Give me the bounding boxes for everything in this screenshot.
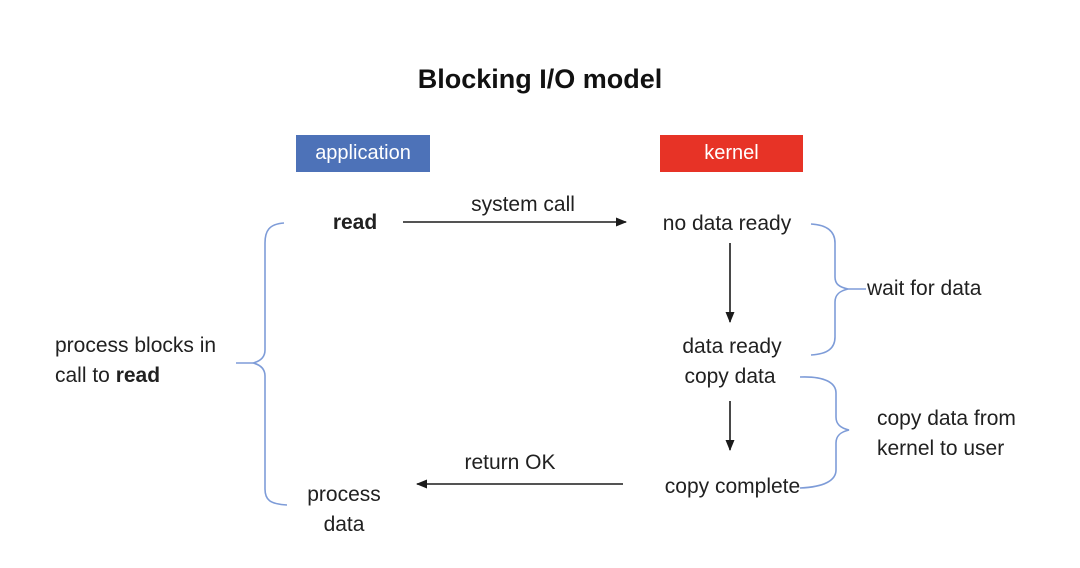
copy-complete-label: copy complete	[664, 475, 801, 498]
process-blocks-note-line2: call to read	[55, 364, 161, 387]
process-data-line1: process	[307, 483, 381, 506]
kernel-box: kernel	[660, 135, 803, 172]
copy-from-kernel-note-line1: copy data from	[877, 407, 1016, 430]
data-ready-label: data ready	[682, 335, 782, 358]
process-blocks-note-line1: process blocks in	[55, 334, 217, 357]
no-data-ready-label: no data ready	[662, 212, 792, 235]
copy-data-brace	[799, 376, 850, 489]
system-call-label: system call	[471, 193, 575, 216]
application-box: application	[296, 135, 430, 172]
read-label: read	[332, 211, 378, 234]
wait-for-data-brace	[810, 223, 866, 356]
copy-from-kernel-note-line2: kernel to user	[877, 437, 1005, 460]
copy-data-label: copy data	[684, 365, 776, 388]
process-data-label: process data	[294, 480, 394, 540]
diagram-title: Blocking I/O model	[417, 64, 663, 94]
return-ok-label: return OK	[464, 451, 556, 474]
process-data-line2: data	[323, 513, 365, 536]
wait-for-data-note: wait for data	[867, 277, 982, 300]
process-blocks-note: process blocks in call to read	[55, 331, 265, 391]
copy-from-kernel-note: copy data from kernel to user	[877, 404, 1016, 464]
